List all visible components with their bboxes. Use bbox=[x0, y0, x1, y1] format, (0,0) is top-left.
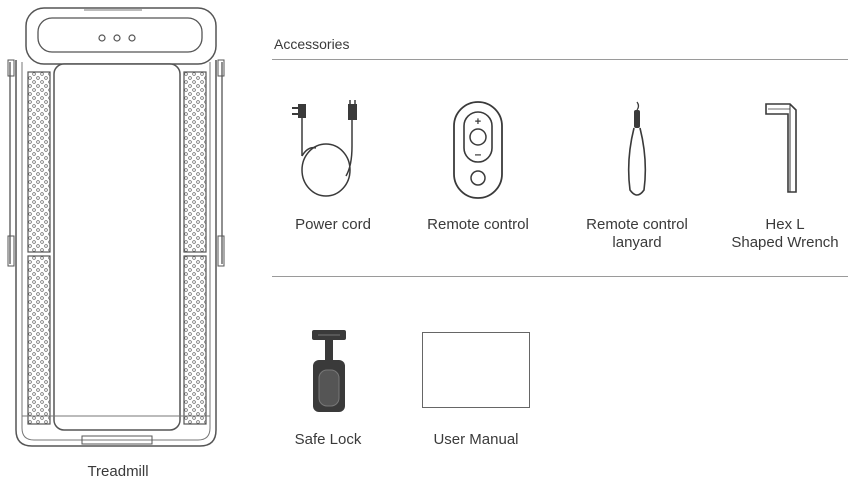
treadmill-right-rail-upper bbox=[183, 71, 207, 253]
divider-middle bbox=[272, 276, 848, 277]
treadmill-label: Treadmill bbox=[87, 463, 149, 480]
treadmill-right-rail-lower bbox=[183, 255, 207, 425]
console-light-icon bbox=[98, 34, 106, 42]
remote-control-label: Remote control bbox=[427, 216, 529, 233]
console-light-icon bbox=[113, 34, 121, 42]
hex-wrench-label: Hex L Shaped Wrench bbox=[724, 216, 846, 252]
treadmill-left-rail-lower bbox=[27, 255, 51, 425]
lanyard-icon bbox=[627, 101, 647, 196]
svg-text:+: + bbox=[475, 116, 481, 128]
accessories-heading: Accessories bbox=[274, 36, 350, 52]
hex-wrench-label-line2: Shaped Wrench bbox=[731, 234, 839, 251]
treadmill-console bbox=[25, 7, 217, 65]
safe-lock-label: Safe Lock bbox=[294, 431, 362, 448]
lanyard-label-line2: lanyard bbox=[612, 234, 662, 251]
power-cord-icon bbox=[292, 100, 357, 197]
hex-wrench-label-line1: Hex L bbox=[765, 216, 805, 233]
remote-control-icon: + – bbox=[453, 101, 503, 199]
power-cord-label: Power cord bbox=[295, 216, 371, 233]
console-light-icon bbox=[128, 34, 136, 42]
user-manual-label: User Manual bbox=[433, 431, 519, 448]
divider-top bbox=[272, 59, 848, 60]
safe-lock-icon bbox=[312, 330, 346, 412]
lanyard-label: Remote control lanyard bbox=[577, 216, 697, 252]
treadmill-belt bbox=[53, 63, 181, 431]
hex-wrench-icon bbox=[765, 103, 797, 193]
treadmill-left-rail-upper bbox=[27, 71, 51, 253]
svg-text:–: – bbox=[475, 147, 482, 161]
user-manual-icon bbox=[422, 332, 530, 408]
treadmill-frame bbox=[15, 60, 217, 447]
lanyard-label-line1: Remote control bbox=[586, 216, 688, 233]
